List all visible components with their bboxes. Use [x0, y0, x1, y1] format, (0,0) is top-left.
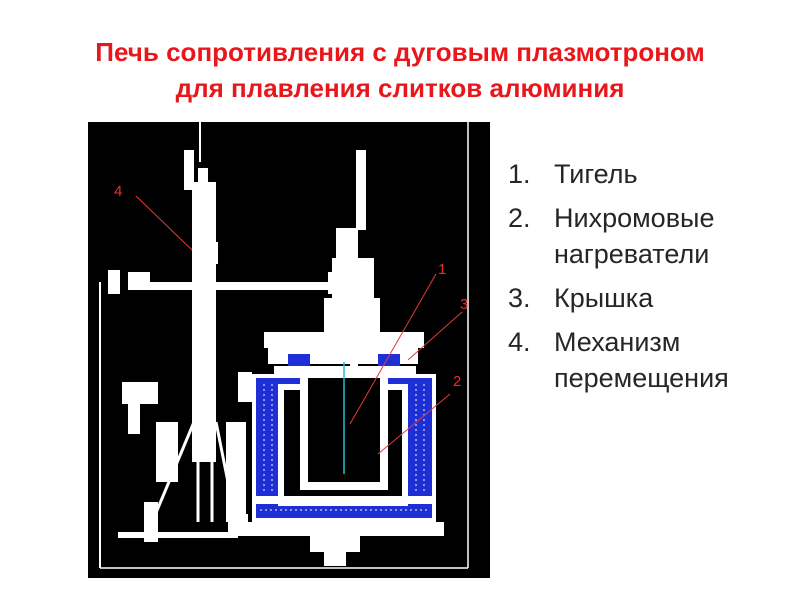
- mechanism-frame: [146, 332, 240, 533]
- leader-2: [377, 393, 451, 455]
- crucible: [300, 362, 388, 490]
- callout-1: 1: [438, 261, 447, 278]
- callout-3: 3: [460, 296, 469, 313]
- slide-title-line-2: для плавления слитков алюминия: [175, 73, 625, 103]
- legend-item: 4. Механизм перемещения: [508, 324, 788, 396]
- legend-text: Нихромовые нагреватели: [554, 203, 715, 269]
- legend-number: 3.: [508, 283, 531, 313]
- legend-text: Крышка: [554, 283, 654, 313]
- callout-2: 2: [453, 373, 462, 390]
- furnace-lid: [264, 332, 424, 376]
- slide-title-line-1: Печь сопротивления с дуговым плазмотроно…: [95, 37, 705, 67]
- slide-title: Печь сопротивления с дуговым плазмотроно…: [0, 34, 800, 106]
- leader-1: [349, 273, 437, 425]
- legend-item: 2. Нихромовые нагреватели: [508, 200, 788, 272]
- legend-list: 1. Тигель 2. Нихромовые нагреватели 3. К…: [508, 156, 788, 404]
- leader-3: [407, 311, 463, 361]
- heater-coils: [260, 384, 428, 511]
- furnace-drawing: [99, 122, 469, 569]
- legend-item: 3. Крышка: [508, 280, 788, 316]
- legend-number: 4.: [508, 327, 531, 357]
- furnace-diagram: 4 1 3 2: [88, 122, 490, 578]
- legend-number: 2.: [508, 203, 531, 233]
- callout-4: 4: [114, 183, 123, 200]
- legend-number: 1.: [508, 159, 531, 189]
- furnace-base: [234, 522, 444, 566]
- legend-text: Механизм перемещения: [554, 327, 729, 393]
- legend-text: Тигель: [554, 159, 638, 189]
- leader-4: [135, 195, 193, 251]
- callout-leaders: [135, 195, 463, 455]
- legend-item: 1. Тигель: [508, 156, 788, 192]
